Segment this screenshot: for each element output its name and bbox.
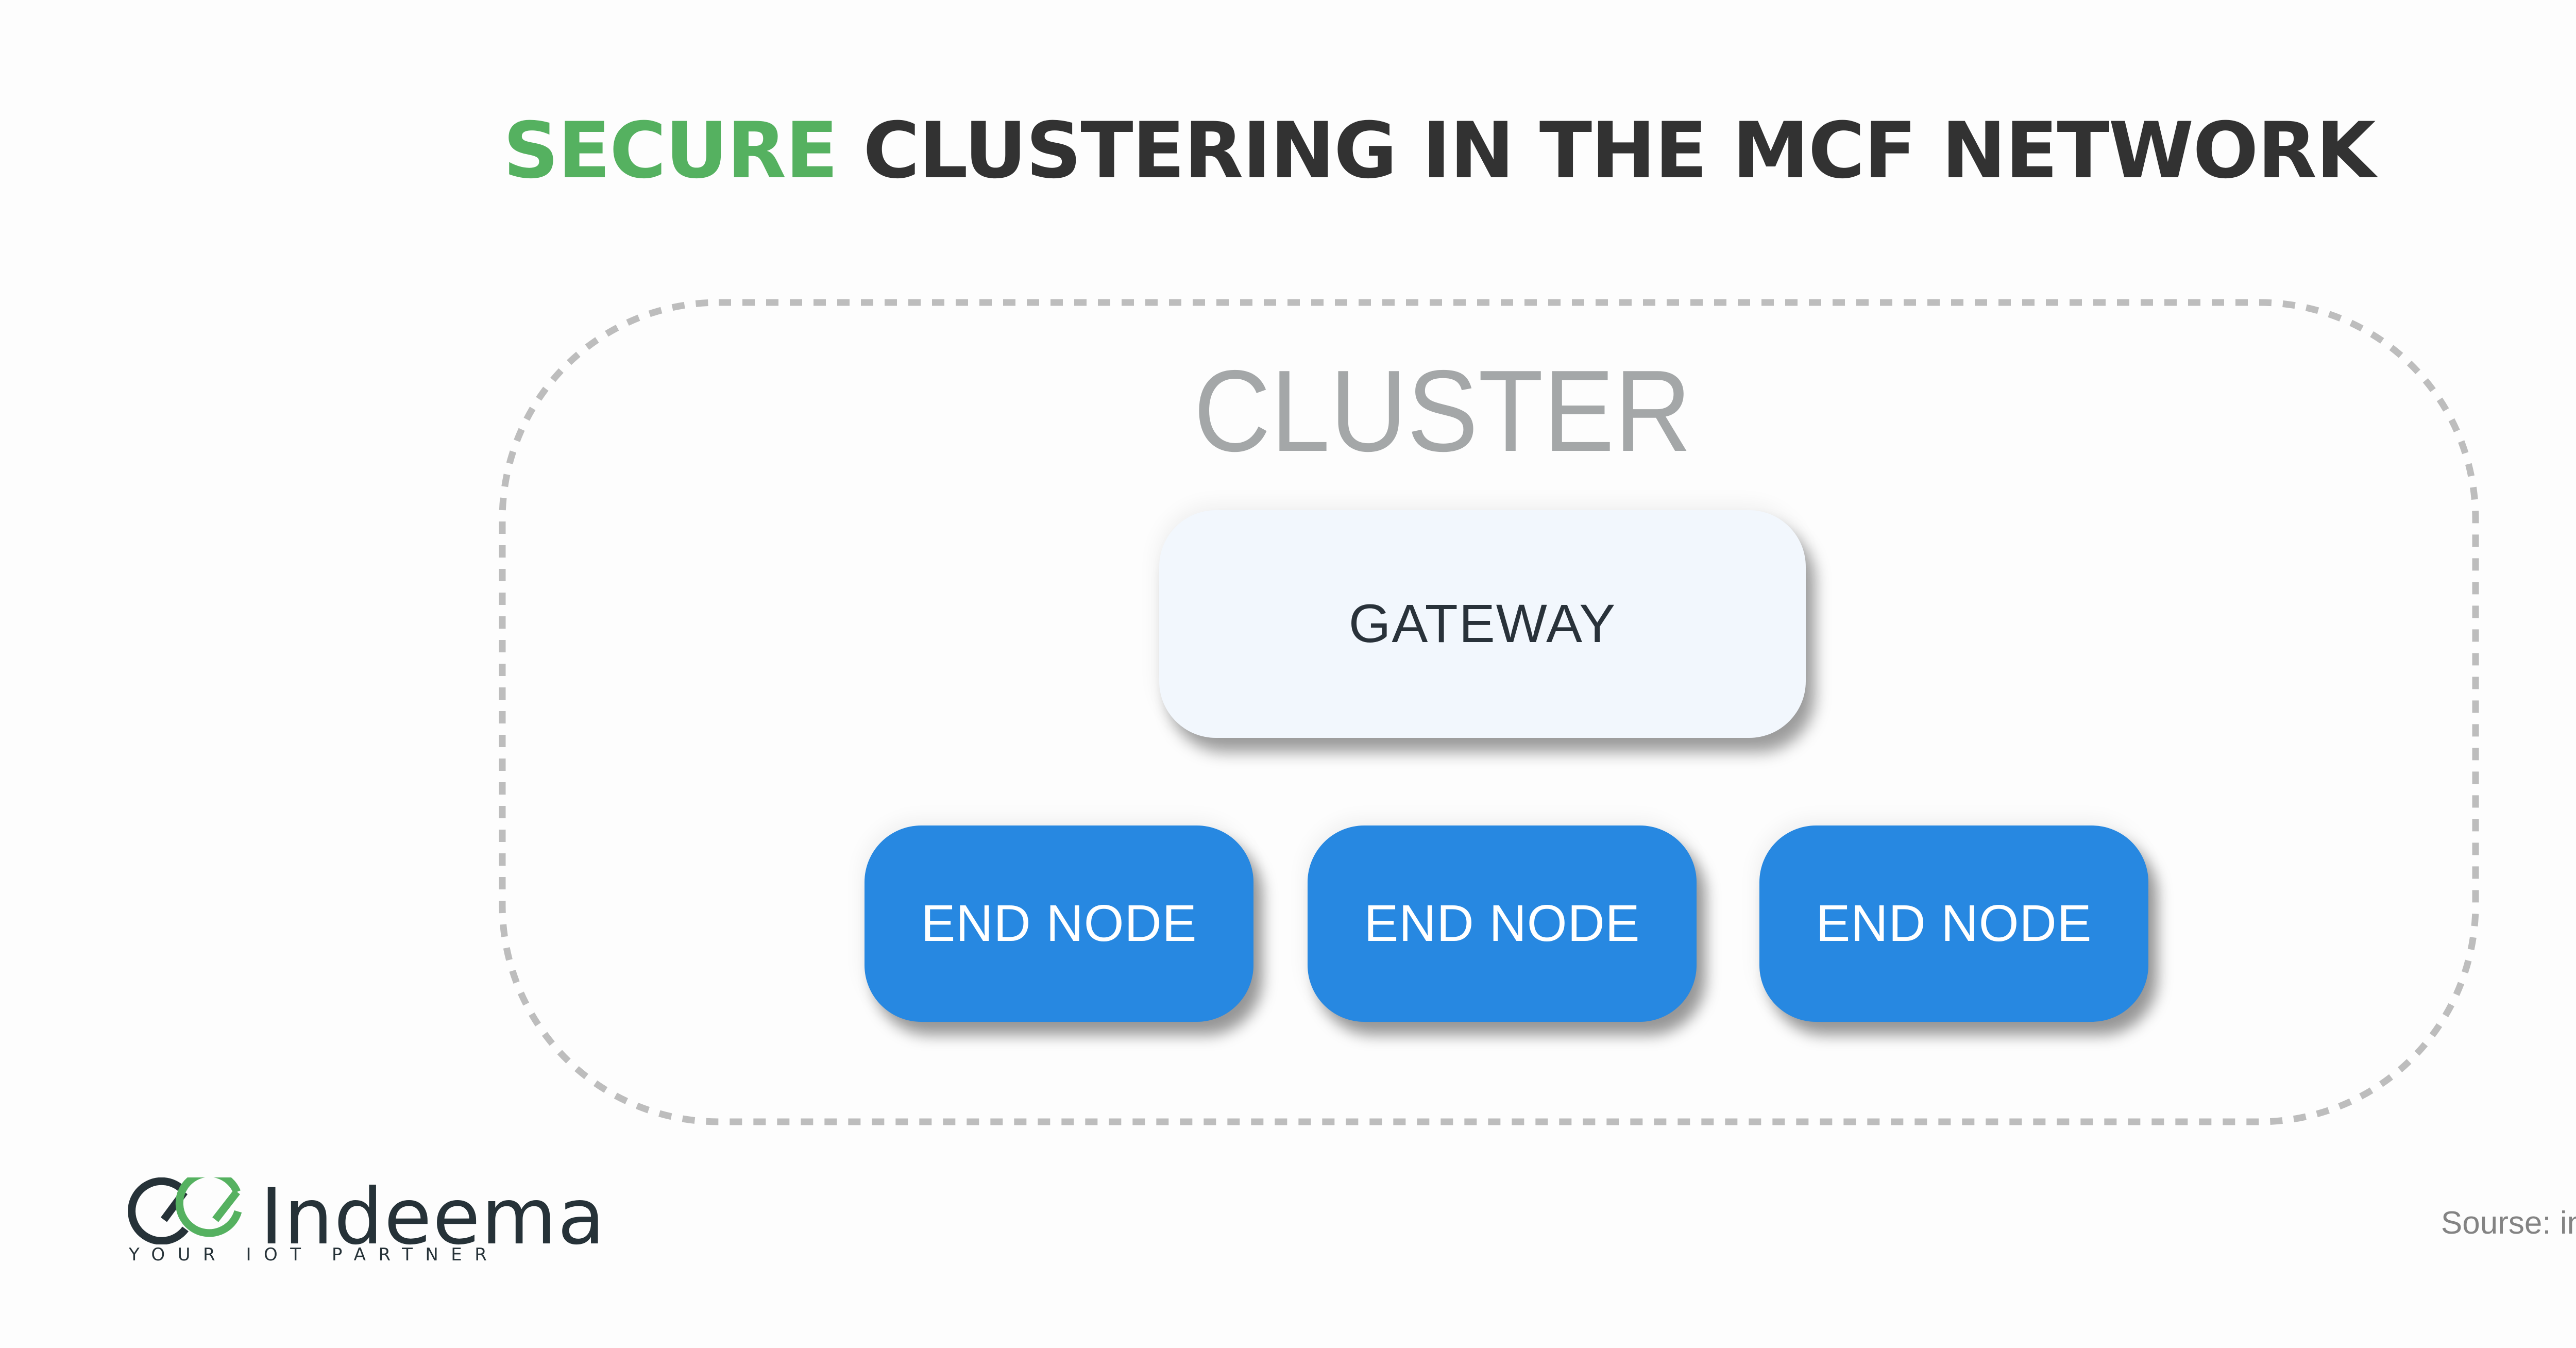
end-node: END NODE [865, 825, 1253, 1022]
title-rest: CLUSTERING IN THE MCF NETWORK [837, 106, 2376, 196]
gateway-label: GATEWAY [1348, 594, 1617, 654]
end-node: END NODE [1759, 825, 2148, 1022]
gateway-node: GATEWAY [1159, 510, 1806, 738]
source-credit: Sourse: indeema.com [2441, 1205, 2576, 1241]
ee-logo-icon [128, 1177, 242, 1244]
page-title: SECURE CLUSTERING IN THE MCF NETWORK [0, 112, 2576, 190]
title-accent: SECURE [503, 106, 838, 196]
end-node: END NODE [1308, 825, 1697, 1022]
cluster-dashed-border [499, 299, 2479, 1125]
end-node-label: END NODE [1364, 895, 1640, 952]
cluster-label: CLUSTER [1193, 346, 1692, 476]
end-node-label: END NODE [1816, 895, 2092, 952]
logo-tagline: YOUR IOT PARTNER [129, 1244, 500, 1265]
end-node-label: END NODE [921, 895, 1197, 952]
logo-wordmark: Indeema [260, 1172, 606, 1262]
